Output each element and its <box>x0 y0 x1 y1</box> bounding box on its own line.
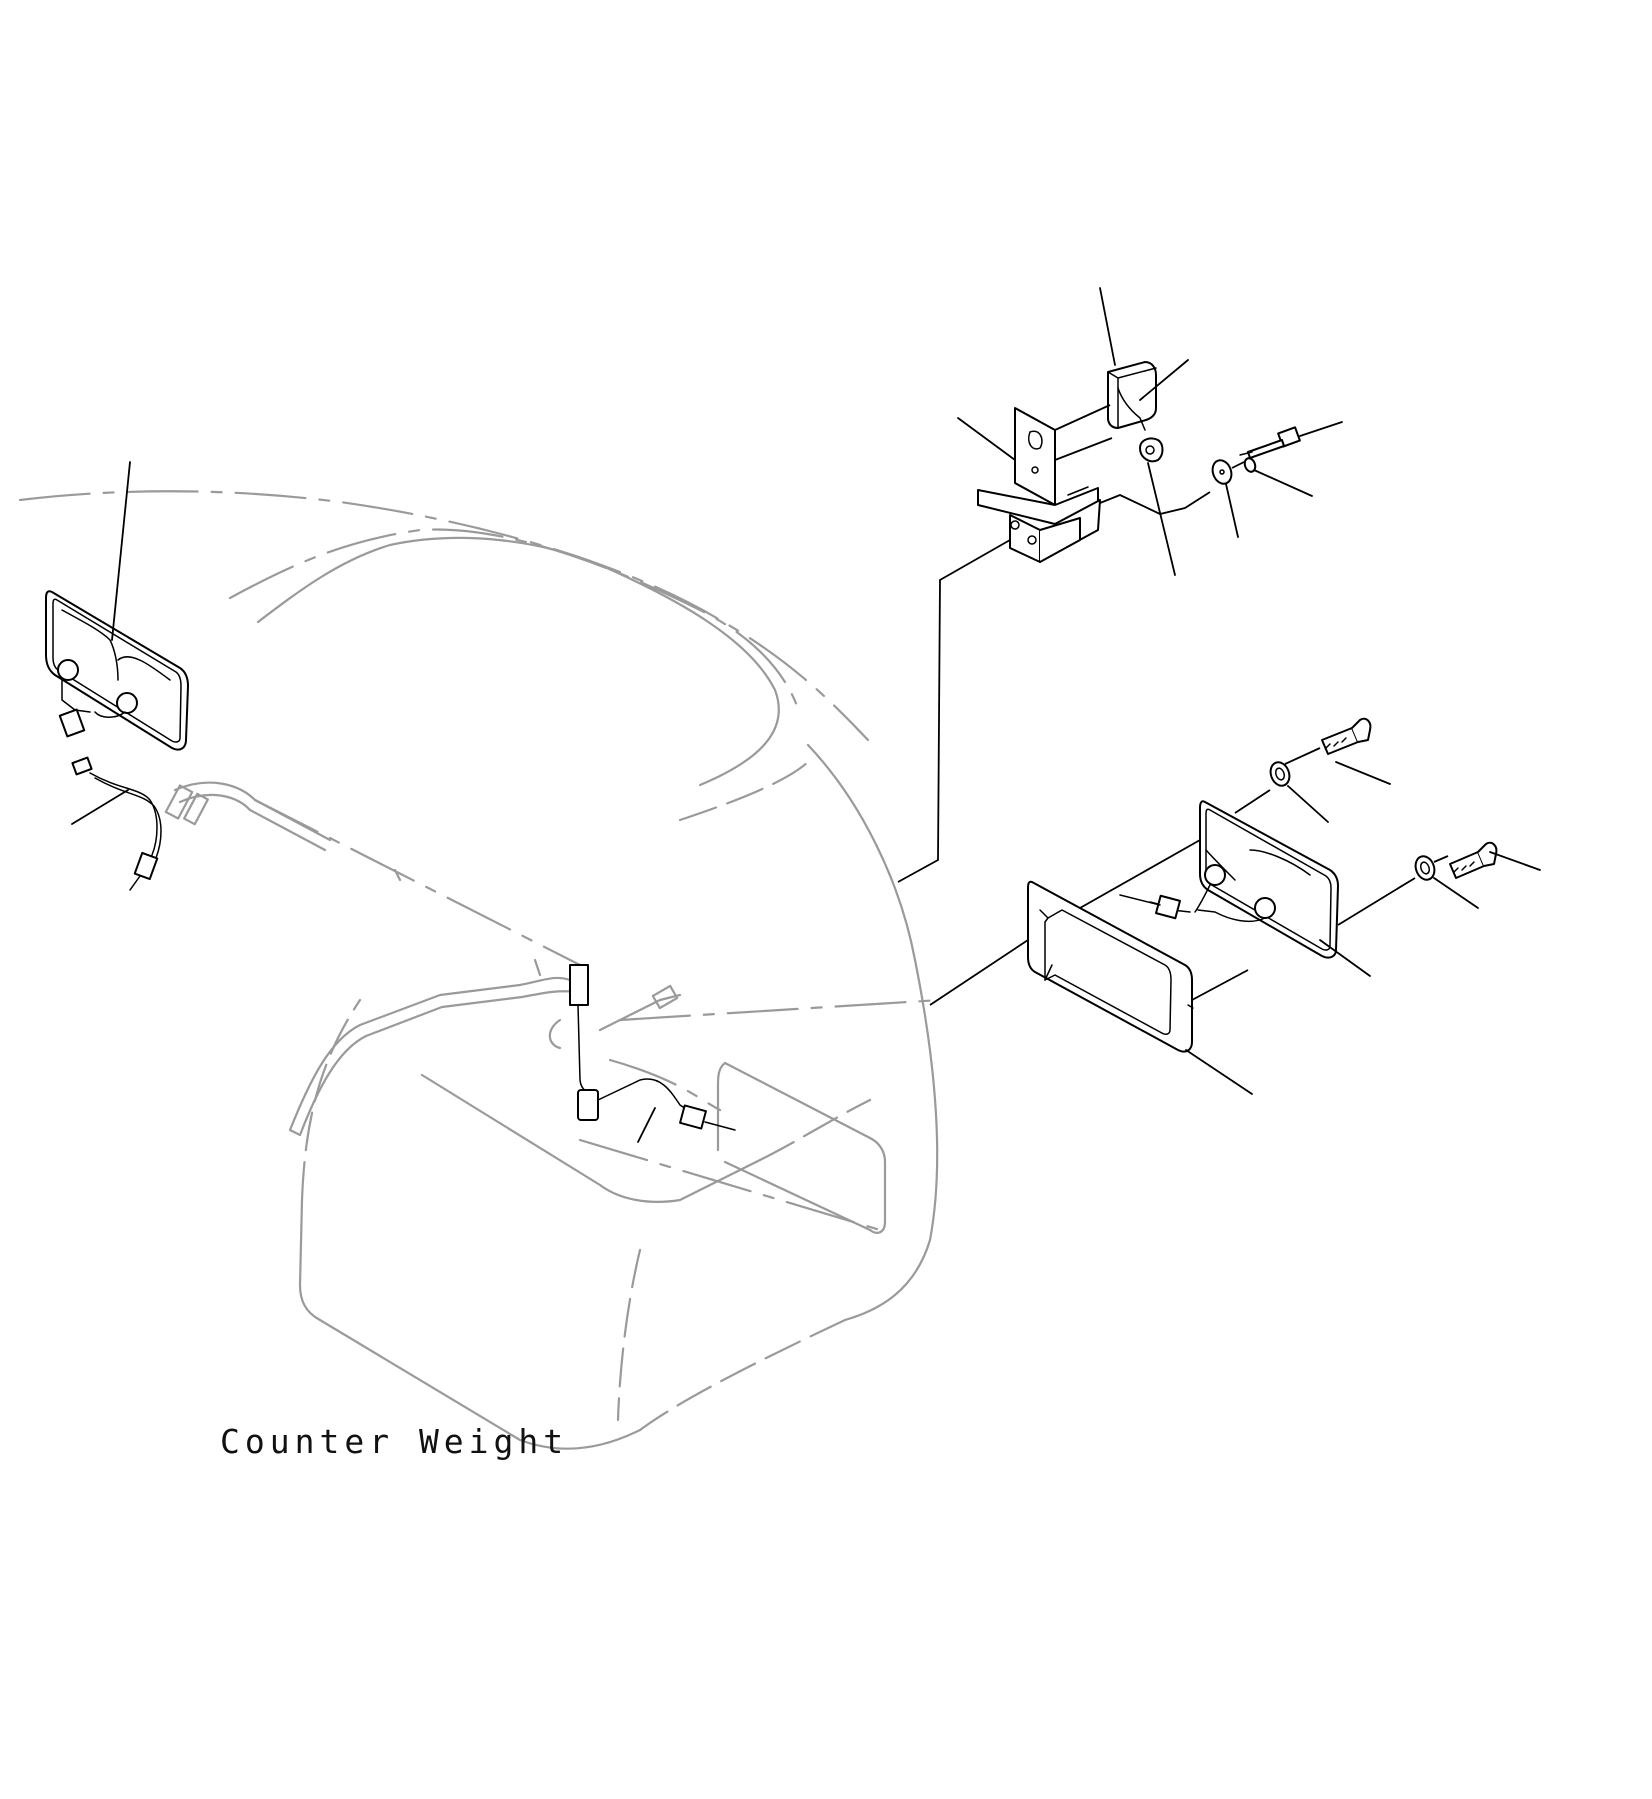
top-washers <box>1211 457 1257 485</box>
counterweight-outline <box>18 490 939 1450</box>
lamp-gasket <box>1027 880 1194 1053</box>
diagram-caption: Counter Weight <box>220 1422 568 1461</box>
harness-centerline <box>253 798 942 1022</box>
right-washers <box>1269 761 1436 881</box>
right-bolts <box>1321 717 1498 879</box>
grommet <box>1139 437 1164 463</box>
callout-leaders <box>71 287 1541 1143</box>
lamp-assembly-lines <box>929 747 1449 1006</box>
left-lamp-harness <box>71 756 162 891</box>
marker-light <box>1107 361 1157 431</box>
harness-centerline-2 <box>578 1058 882 1232</box>
bracket-assembly-lines <box>897 404 1245 883</box>
right-lamp-pigtail <box>1119 894 1191 920</box>
wiring-harness <box>164 781 577 1137</box>
left-work-lamp <box>45 590 189 751</box>
top-bolt <box>1239 426 1301 459</box>
bracket-assembly <box>977 407 1101 563</box>
right-work-lamp <box>1194 800 1339 959</box>
harness-junction <box>548 964 736 1131</box>
